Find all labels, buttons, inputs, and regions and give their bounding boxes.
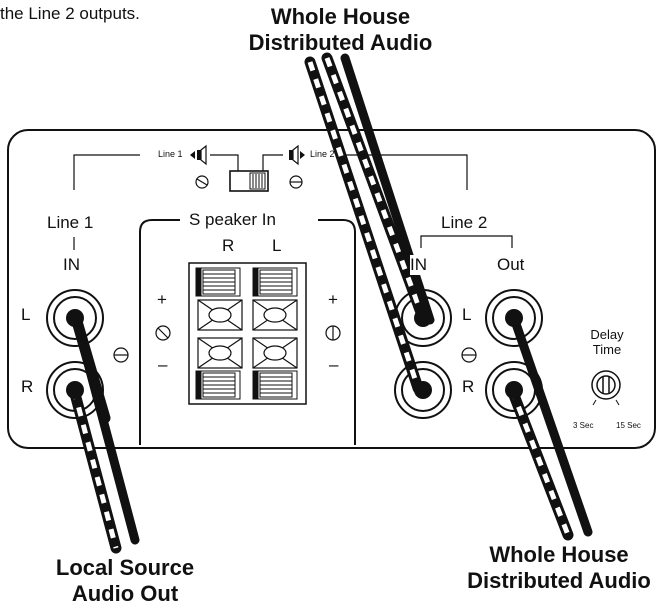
speaker-clip-top-left[interactable] <box>252 267 298 297</box>
speaker-minus-left: – <box>158 355 168 374</box>
speaker-right-label: R <box>222 236 235 255</box>
line1-ground-screw <box>113 347 129 363</box>
switch-line2-label: Line 2 <box>310 149 335 159</box>
switch-line1-label: Line 1 <box>158 149 183 159</box>
bottom-right-caption: Whole House Distributed Audio <box>448 542 670 594</box>
line2-bracket <box>420 235 513 248</box>
line2-title: Line 2 <box>441 213 488 232</box>
line2-ground-screw <box>461 347 477 363</box>
line2-in-right-jack[interactable] <box>394 361 452 419</box>
top-caption: Whole House Distributed Audio <box>228 4 453 56</box>
speaker-left-label: L <box>272 236 282 255</box>
bottom-right-caption-line2: Distributed Audio <box>467 568 651 593</box>
line-select-bracket <box>73 154 468 190</box>
line2-out-label: Out <box>497 255 525 274</box>
speaker-plus-right: + <box>328 290 338 309</box>
bottom-left-caption-line1: Local Source <box>55 555 195 580</box>
speaker-in-title: S peaker In <box>186 210 279 230</box>
speaker-clip-top-right[interactable] <box>195 267 241 297</box>
speaker-screw-right <box>325 325 341 341</box>
speaker-in-icon <box>289 144 305 166</box>
line2-out-left-jack[interactable] <box>485 289 543 347</box>
top-cable-pair <box>304 52 435 399</box>
delay-title: Delay Time <box>590 327 624 357</box>
speaker-screw-left <box>155 325 171 341</box>
intro-text: the Line 2 outputs. <box>0 4 140 23</box>
switch-screw-left <box>195 175 209 189</box>
delay-min-label: 3 Sec <box>573 421 594 430</box>
bottom-left-cable-pair <box>66 309 140 554</box>
speaker-terminal-holes <box>197 299 298 369</box>
speaker-in-enclosure <box>139 219 356 445</box>
line2-in-label: IN <box>410 255 427 275</box>
speaker-out-icon <box>190 144 207 166</box>
bottom-left-caption-line2: Audio Out <box>71 581 179 606</box>
delay-max-label: 15 Sec <box>616 421 641 430</box>
delay-title-line1: Delay <box>590 327 624 342</box>
line2-left-label: L <box>462 305 472 324</box>
switch-screw-right <box>289 175 303 189</box>
bottom-left-caption: Local Source Audio Out <box>20 555 230 607</box>
bottom-right-caption-line1: Whole House <box>489 542 629 567</box>
top-caption-line1: Whole House <box>270 4 411 29</box>
delay-time-knob[interactable] <box>591 370 621 406</box>
speaker-clip-bottom-left[interactable] <box>252 370 298 400</box>
speaker-clip-bottom-right[interactable] <box>195 370 241 400</box>
line1-left-jack[interactable] <box>46 289 104 347</box>
bottom-right-cable-pair <box>505 309 593 541</box>
line1-in-label: IN <box>63 255 80 274</box>
speaker-plus-left: + <box>157 290 167 309</box>
line2-right-label: R <box>462 377 475 396</box>
line1-left-label: L <box>21 305 31 324</box>
line1-title: Line 1 <box>47 213 94 232</box>
line-select-switch[interactable] <box>229 170 269 192</box>
delay-title-line2: Time <box>592 342 622 357</box>
line1-right-label: R <box>21 377 34 396</box>
speaker-minus-right: – <box>329 355 339 374</box>
top-caption-line2: Distributed Audio <box>248 30 433 55</box>
